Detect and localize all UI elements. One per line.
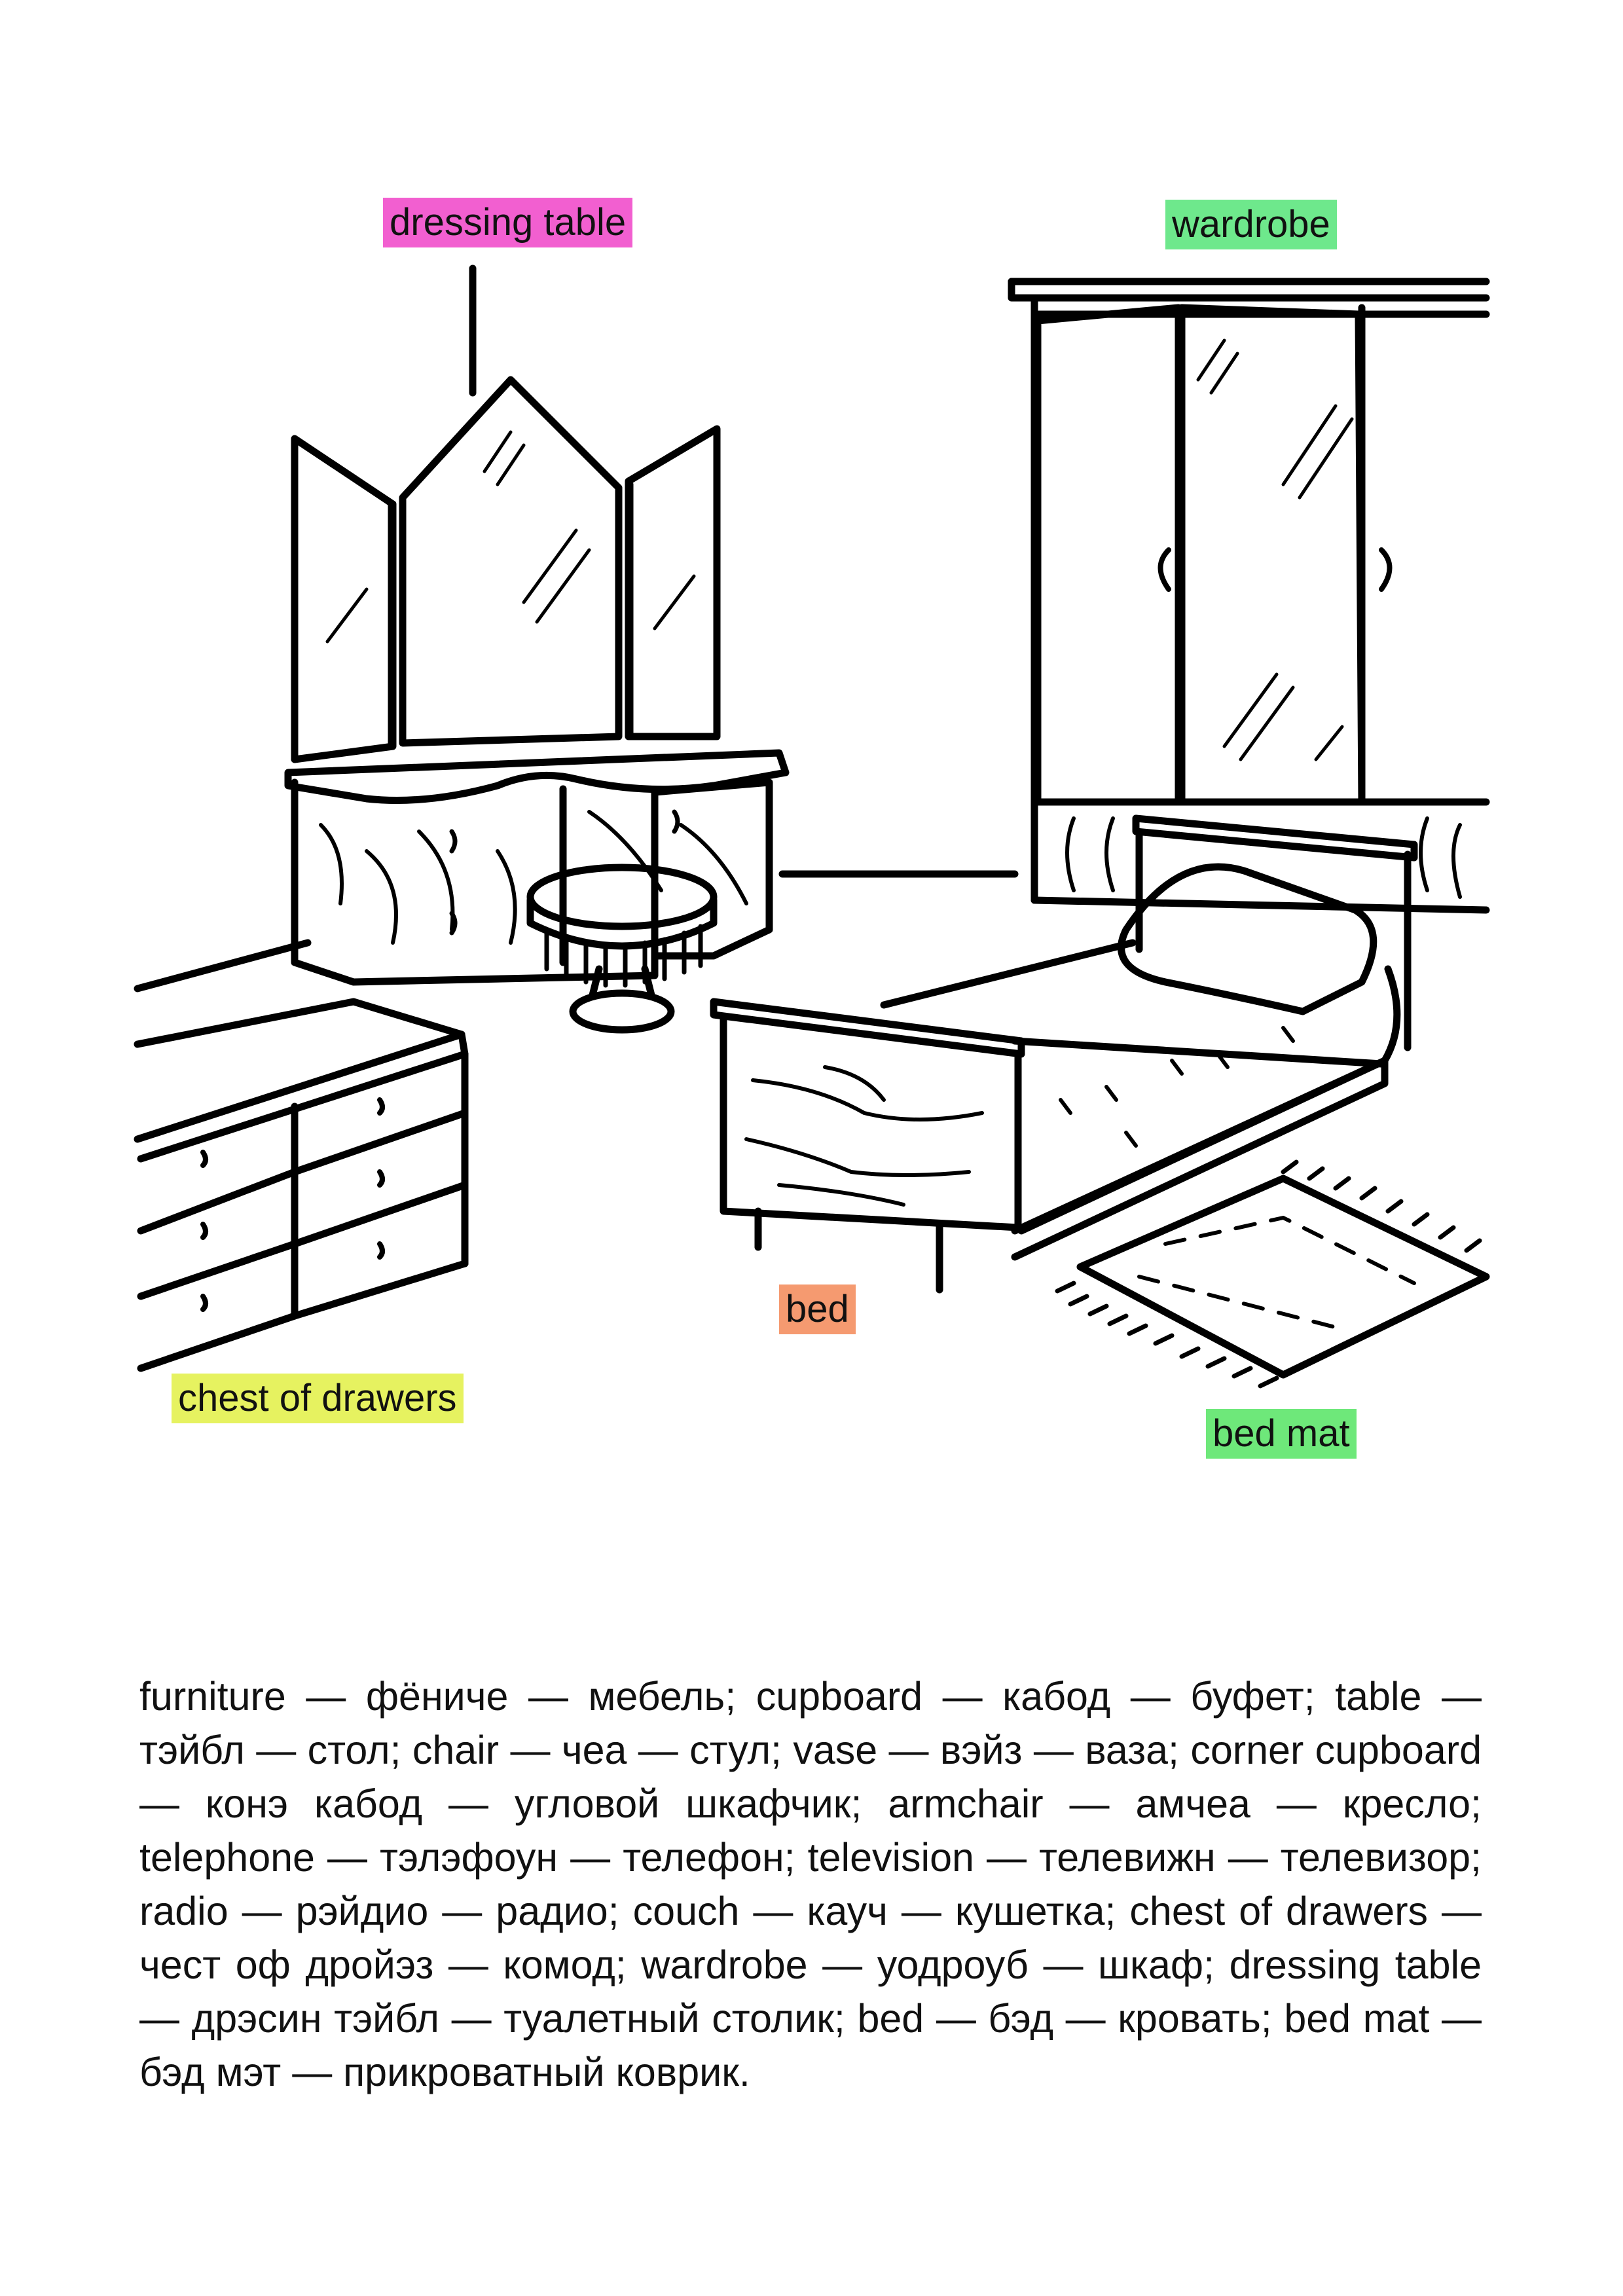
bed	[710, 814, 1418, 1294]
label-bed: bed	[779, 1285, 856, 1334]
glossary-paragraph: furniture — фёниче — мебель; cupboard — …	[139, 1674, 1482, 2094]
label-chest-of-drawers: chest of drawers	[172, 1374, 464, 1423]
label-wardrobe: wardrobe	[1165, 200, 1337, 249]
stool	[526, 864, 718, 1034]
chest-of-drawers	[134, 939, 469, 1372]
wardrobe	[1008, 278, 1490, 914]
bedroom-illustration	[134, 264, 1490, 1389]
bed-mat	[1055, 1159, 1490, 1389]
label-bed-mat: bed mat	[1206, 1409, 1357, 1459]
dressing-table	[284, 376, 790, 986]
label-dressing-table: dressing table	[383, 198, 633, 247]
